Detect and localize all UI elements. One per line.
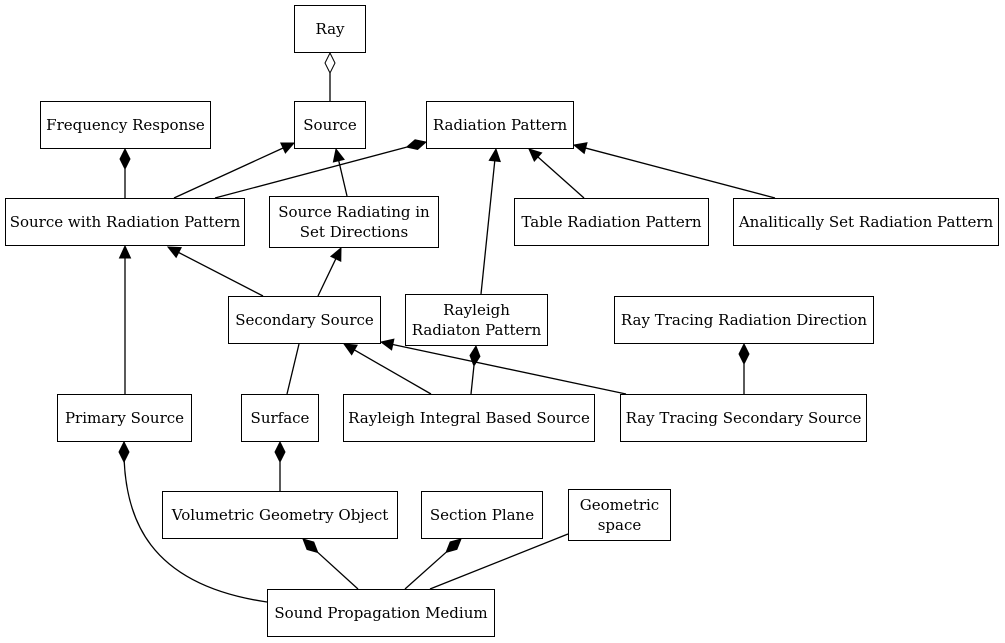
class-label-line: Rayleigh <box>443 301 510 319</box>
class-source-radiating-in-set-directions[interactable]: Source Radiating in Set Directions <box>269 196 439 248</box>
edge-ray-tracing-secondary-source-to-secondary-source <box>379 338 627 395</box>
class-label-line: Source Radiating in <box>278 203 430 221</box>
edge-sound-propagation-medium-to-geometric-space <box>429 533 569 590</box>
composition-marker <box>405 139 428 150</box>
edge-rayleigh-radiaton-pattern-to-radiation-pattern <box>480 147 501 295</box>
class-label-line: Sound Propagation Medium <box>274 604 488 622</box>
edge-source-with-radiation-pattern-to-frequency-response <box>119 147 131 198</box>
edge-sound-propagation-medium-to-section-plane <box>404 538 462 590</box>
composition-marker <box>119 147 131 171</box>
class-label-line: Geometric <box>579 496 660 514</box>
edge-secondary-source-to-source-radiating-in-set-directions <box>317 246 342 297</box>
inheritance-marker <box>342 343 358 356</box>
class-geometric-space[interactable]: Geometric space <box>568 489 671 541</box>
class-source-with-radiation-pattern[interactable]: Source with Radiation Pattern <box>5 198 245 246</box>
class-surface[interactable]: Surface <box>241 394 319 442</box>
edge-analitically-set-radiation-pattern-to-radiation-pattern <box>572 142 776 199</box>
inheritance-marker <box>379 338 395 351</box>
class-label-line: Ray Tracing Radiation Direction <box>620 311 868 329</box>
inheritance-marker <box>332 147 345 163</box>
class-radiation-pattern[interactable]: Radiation Pattern <box>426 101 574 149</box>
composition-marker <box>738 342 750 366</box>
composition-marker <box>274 440 286 464</box>
class-label-line: Frequency Response <box>46 116 205 134</box>
class-label-line: Surface <box>250 409 310 427</box>
class-ray[interactable]: Ray <box>294 5 366 53</box>
composition-marker <box>118 440 130 464</box>
class-label-line: Set Directions <box>299 223 409 241</box>
edge-rayleigh-integral-based-source-to-secondary-source <box>342 343 432 395</box>
class-label-line: Section Plane <box>429 506 535 524</box>
edge-source-with-radiation-pattern-to-source <box>173 142 296 199</box>
edge-rayleigh-integral-based-source-to-rayleigh-radiaton-pattern <box>469 344 481 395</box>
class-label-line: Analitically Set Radiation Pattern <box>738 213 994 231</box>
class-label-line: Source with Radiation Pattern <box>9 213 241 231</box>
class-primary-source[interactable]: Primary Source <box>57 394 192 442</box>
inheritance-marker <box>166 246 182 259</box>
edge-table-radiation-pattern-to-radiation-pattern <box>528 148 585 199</box>
composition-marker <box>302 538 319 554</box>
inheritance-marker <box>329 246 342 262</box>
edge-source-to-ray <box>324 51 336 101</box>
class-label-line: Source <box>303 116 357 134</box>
class-label-line: Ray Tracing Secondary Source <box>625 409 862 427</box>
class-table-radiation-pattern[interactable]: Table Radiation Pattern <box>514 198 709 246</box>
composition-marker <box>445 538 462 554</box>
aggregation-marker <box>324 51 336 75</box>
edge-source-radiating-in-set-directions-to-source <box>332 147 348 197</box>
class-label-line: Radiaton Pattern <box>411 321 542 339</box>
edge-primary-source-to-source-with-radiation-pattern <box>118 244 132 394</box>
class-analitically-set-radiation-pattern[interactable]: Analitically Set Radiation Pattern <box>733 198 999 246</box>
edge-surface-to-secondary-source <box>286 343 300 395</box>
inheritance-marker <box>488 147 501 163</box>
edge-secondary-source-to-source-with-radiation-pattern <box>166 246 264 297</box>
class-secondary-source[interactable]: Secondary Source <box>228 296 381 344</box>
class-ray-tracing-secondary-source[interactable]: Ray Tracing Secondary Source <box>620 394 867 442</box>
edge-volumetric-geometry-object-to-surface <box>274 440 286 491</box>
class-label-line: Secondary Source <box>235 311 374 329</box>
edge-ray-tracing-secondary-source-to-ray-tracing-radiation-direction <box>738 342 750 394</box>
class-rayleigh-integral-based-source[interactable]: Rayleigh Integral Based Source <box>343 394 595 442</box>
class-label-line: space <box>597 516 642 534</box>
class-label-line: Ray <box>315 20 345 38</box>
class-ray-tracing-radiation-direction[interactable]: Ray Tracing Radiation Direction <box>614 296 874 344</box>
class-label-line: Primary Source <box>64 409 185 427</box>
class-label-line: Table Radiation Pattern <box>521 213 702 231</box>
inheritance-marker <box>280 142 296 154</box>
class-sound-propagation-medium[interactable]: Sound Propagation Medium <box>267 589 495 637</box>
class-label-line: Rayleigh Integral Based Source <box>348 409 590 427</box>
edge-sound-propagation-medium-to-volumetric-geometry-object <box>302 538 359 590</box>
class-frequency-response[interactable]: Frequency Response <box>40 101 211 149</box>
inheritance-marker <box>528 148 543 163</box>
inheritance-marker <box>572 142 588 155</box>
edge-source-with-radiation-pattern-to-radiation-pattern <box>214 139 428 199</box>
class-section-plane[interactable]: Section Plane <box>421 491 543 539</box>
inheritance-marker <box>118 244 132 259</box>
class-label-line: Volumetric Geometry Object <box>171 506 389 524</box>
class-label-line: Radiation Pattern <box>432 116 568 134</box>
class-volumetric-geometry-object[interactable]: Volumetric Geometry Object <box>162 491 398 539</box>
edge-sound-propagation-medium-to-primary-source <box>118 440 268 603</box>
class-source[interactable]: Source <box>294 101 366 149</box>
